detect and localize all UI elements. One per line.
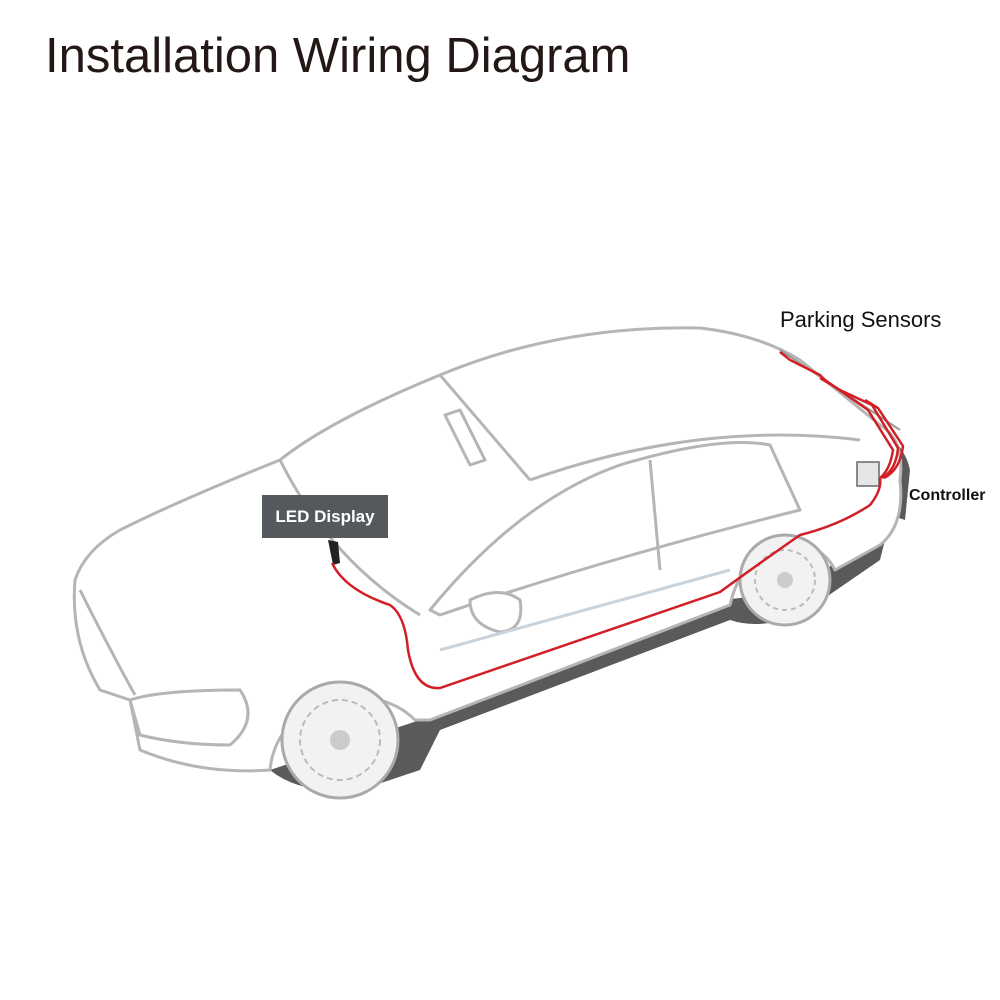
- controller-box: [856, 461, 880, 487]
- led-display-text: LED Display: [275, 506, 375, 526]
- led-display-label: LED Display: [262, 495, 388, 538]
- controller-label: Controller: [909, 487, 986, 504]
- wiring-harness: [330, 351, 905, 690]
- diagram-title: Installation Wiring Diagram: [45, 29, 631, 83]
- rear-wheel: [738, 533, 832, 627]
- car-body-outline: [72, 326, 903, 773]
- front-wheel: [280, 680, 400, 800]
- parking-sensors-label: Parking Sensors: [780, 307, 942, 332]
- led-display-unit: [328, 540, 340, 565]
